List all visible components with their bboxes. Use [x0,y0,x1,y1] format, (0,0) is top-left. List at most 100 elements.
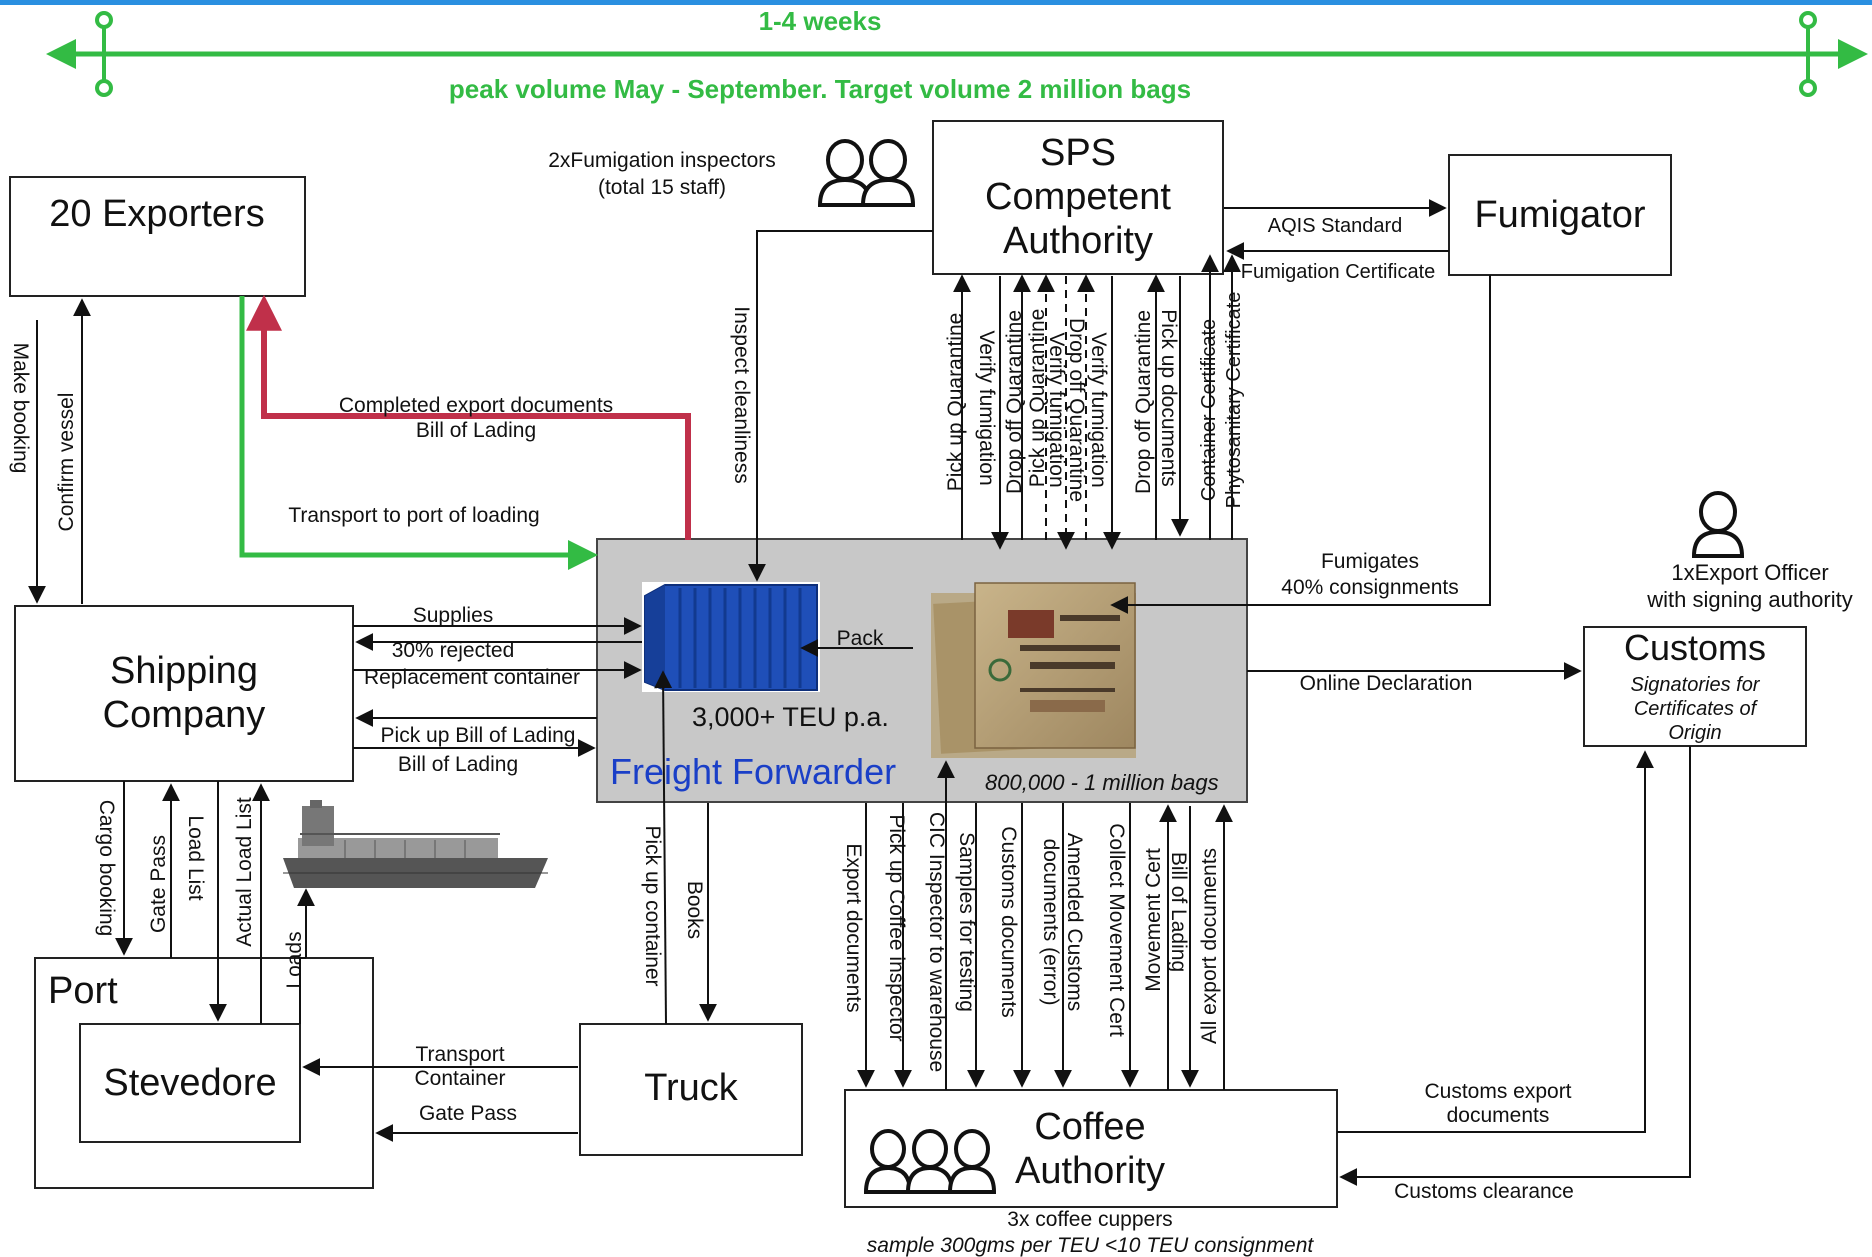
books-label: Books [683,881,706,939]
sps-title-1: SPS [1040,132,1116,174]
inspect-cleanliness-arrow [748,230,933,582]
customs-export-label-1: Customs export [1424,1080,1571,1103]
customs-clearance-label: Customs clearance [1394,1180,1574,1203]
coffee-bags-image [931,582,1136,758]
fumigates-label-1: Fumigates [1321,550,1419,573]
coffee-v-label-8: Collect Movement Cert [1105,823,1128,1037]
supplies-label: Supplies [413,604,494,627]
coffee-v-label-9: Movement Cert [1142,848,1165,992]
gate-pass-v-label: Gate Pass [147,835,170,933]
cuppers-2: sample 300gms per TEU <10 TEU consignmen… [867,1234,1315,1257]
sps-title-3: Authority [1003,220,1153,262]
truck-box [579,1023,803,1156]
freight-forwarder-title: Freight Forwarder [610,751,896,792]
coffee-v-label-7: documents (error) [1039,839,1062,1006]
sps-v-label-1: Pick up Quarantine [944,313,967,492]
stevedore-box [79,1023,301,1143]
coffee-v-label-3: CIC Inspector to warehouse [925,812,948,1072]
bol-label: Bill of Lading [398,753,518,776]
sps-v-label-2: Verify fumigation [975,330,998,485]
export-officer-1: 1xExport Officer [1671,560,1828,585]
timeline: 1-4 weeks peak volume May - September. T… [46,6,1868,104]
fumigates-arrow [1110,275,1491,614]
coffee-title-1: Coffee [1034,1106,1145,1148]
sps-v-label-10: Container Certificate [1198,319,1220,501]
export-officer-2: with signing authority [1646,587,1852,612]
cargo-booking-label: Cargo booking [95,800,118,937]
fum-cert-label: Fumigation Certificate [1241,261,1436,283]
coffee-v-label-11: All export documents [1198,848,1221,1044]
pickup-container-label: Pick up container [641,825,664,986]
replacement-label: Replacement container [364,666,580,689]
sps-v-label-8: Drop off Quarantine [1132,310,1155,494]
fumigation-staff-1: 2xFumigation inspectors [548,149,776,172]
customs-sub-1: Signatories for [1631,674,1761,696]
timeline-note: peak volume May - September. Target volu… [449,74,1191,104]
load-list-label: Load List [184,815,207,900]
teu-volume: 3,000+ TEU p.a. [692,702,889,732]
loads-line [299,957,306,1024]
pack-label: Pack [837,627,884,650]
coffee-v-label-6: Amended Customs [1063,833,1086,1012]
fumigation-staff-2: (total 15 staff) [598,176,726,199]
customs-export-label-2: documents [1447,1104,1550,1127]
completed-docs-arrow [246,294,691,540]
sps-v-label-4: Pick up Quarantine [1026,309,1049,488]
ship-image [283,800,548,888]
bags-volume: 800,000 - 1 million bags [985,770,1219,795]
shipping-company-box [14,605,354,782]
cuppers-1: 3x coffee cuppers [1007,1208,1172,1231]
stevedore-title: Stevedore [103,1062,276,1104]
fumigator-title: Fumigator [1474,194,1645,236]
sps-v-label-3: Drop off Quarantine [1003,310,1026,494]
top-bar [0,0,1872,5]
coffee-v-label-5: Customs documents [997,826,1020,1017]
people-trio-icon [863,1129,997,1194]
timeline-duration: 1-4 weeks [759,6,882,36]
customs-sub-3: Origin [1668,722,1721,744]
rejected-label: 30% rejected [392,639,515,662]
transport-port-arrow [239,296,598,570]
container-image [642,582,820,692]
sps-v-label-6: Drop off Quarantine [1065,318,1088,502]
sps-v-label-5: Verify fumigation [1045,332,1068,487]
shipping-title-1: Shipping [110,650,258,692]
coffee-v-label-2: Pick up Coffee inspector [885,814,908,1041]
loads-label: Loads [283,931,306,988]
pickup-container-arrow [654,670,673,1025]
people-pair-icon [817,139,916,207]
transport-container-label-1: Transport [415,1043,504,1066]
sps-title-2: Competent [985,176,1171,218]
shipping-title-2: Company [103,694,266,736]
customs-sub-2: Certificates of [1634,698,1759,720]
truck-title: Truck [644,1067,739,1109]
aqis-label: AQIS Standard [1268,215,1403,237]
sps-v-label-11: Phytosanitary Certificate [1223,292,1245,509]
confirm-vessel-label: Confirm vessel [55,393,78,532]
make-booking-label: Make booking [9,343,32,474]
completed-docs-label-1: Completed export documents [339,394,613,417]
customs-title: Customs [1624,627,1766,668]
online-decl-label: Online Declaration [1300,672,1473,695]
coffee-v-label-10: Bill of Lading [1167,852,1190,972]
pickup-bol-label: Pick up Bill of Lading [381,724,576,747]
sps-box [932,120,1224,275]
fumigator-box [1448,154,1672,276]
sps-v-label-9: Pick up documents [1157,309,1180,486]
port-title: Port [48,970,118,1012]
exporters-title: 20 Exporters [49,193,264,235]
coffee-v-label-1: Export documents [842,843,865,1012]
sps-v-label-7: Verify fumigation [1087,332,1110,487]
transport-container-label-2: Container [414,1067,505,1090]
transport-port-label: Transport to port of loading [288,504,539,527]
inspect-cleanliness-label: Inspect cleanliness [730,306,753,483]
exporters-box [9,176,306,297]
gate-pass-label: Gate Pass [419,1102,517,1125]
person-icon [1691,491,1745,558]
customs-box [1583,626,1807,747]
coffee-title-2: Authority [1015,1150,1165,1192]
customs-export-arrow [1337,750,1654,1133]
customs-clearance-arrow [1339,746,1691,1186]
